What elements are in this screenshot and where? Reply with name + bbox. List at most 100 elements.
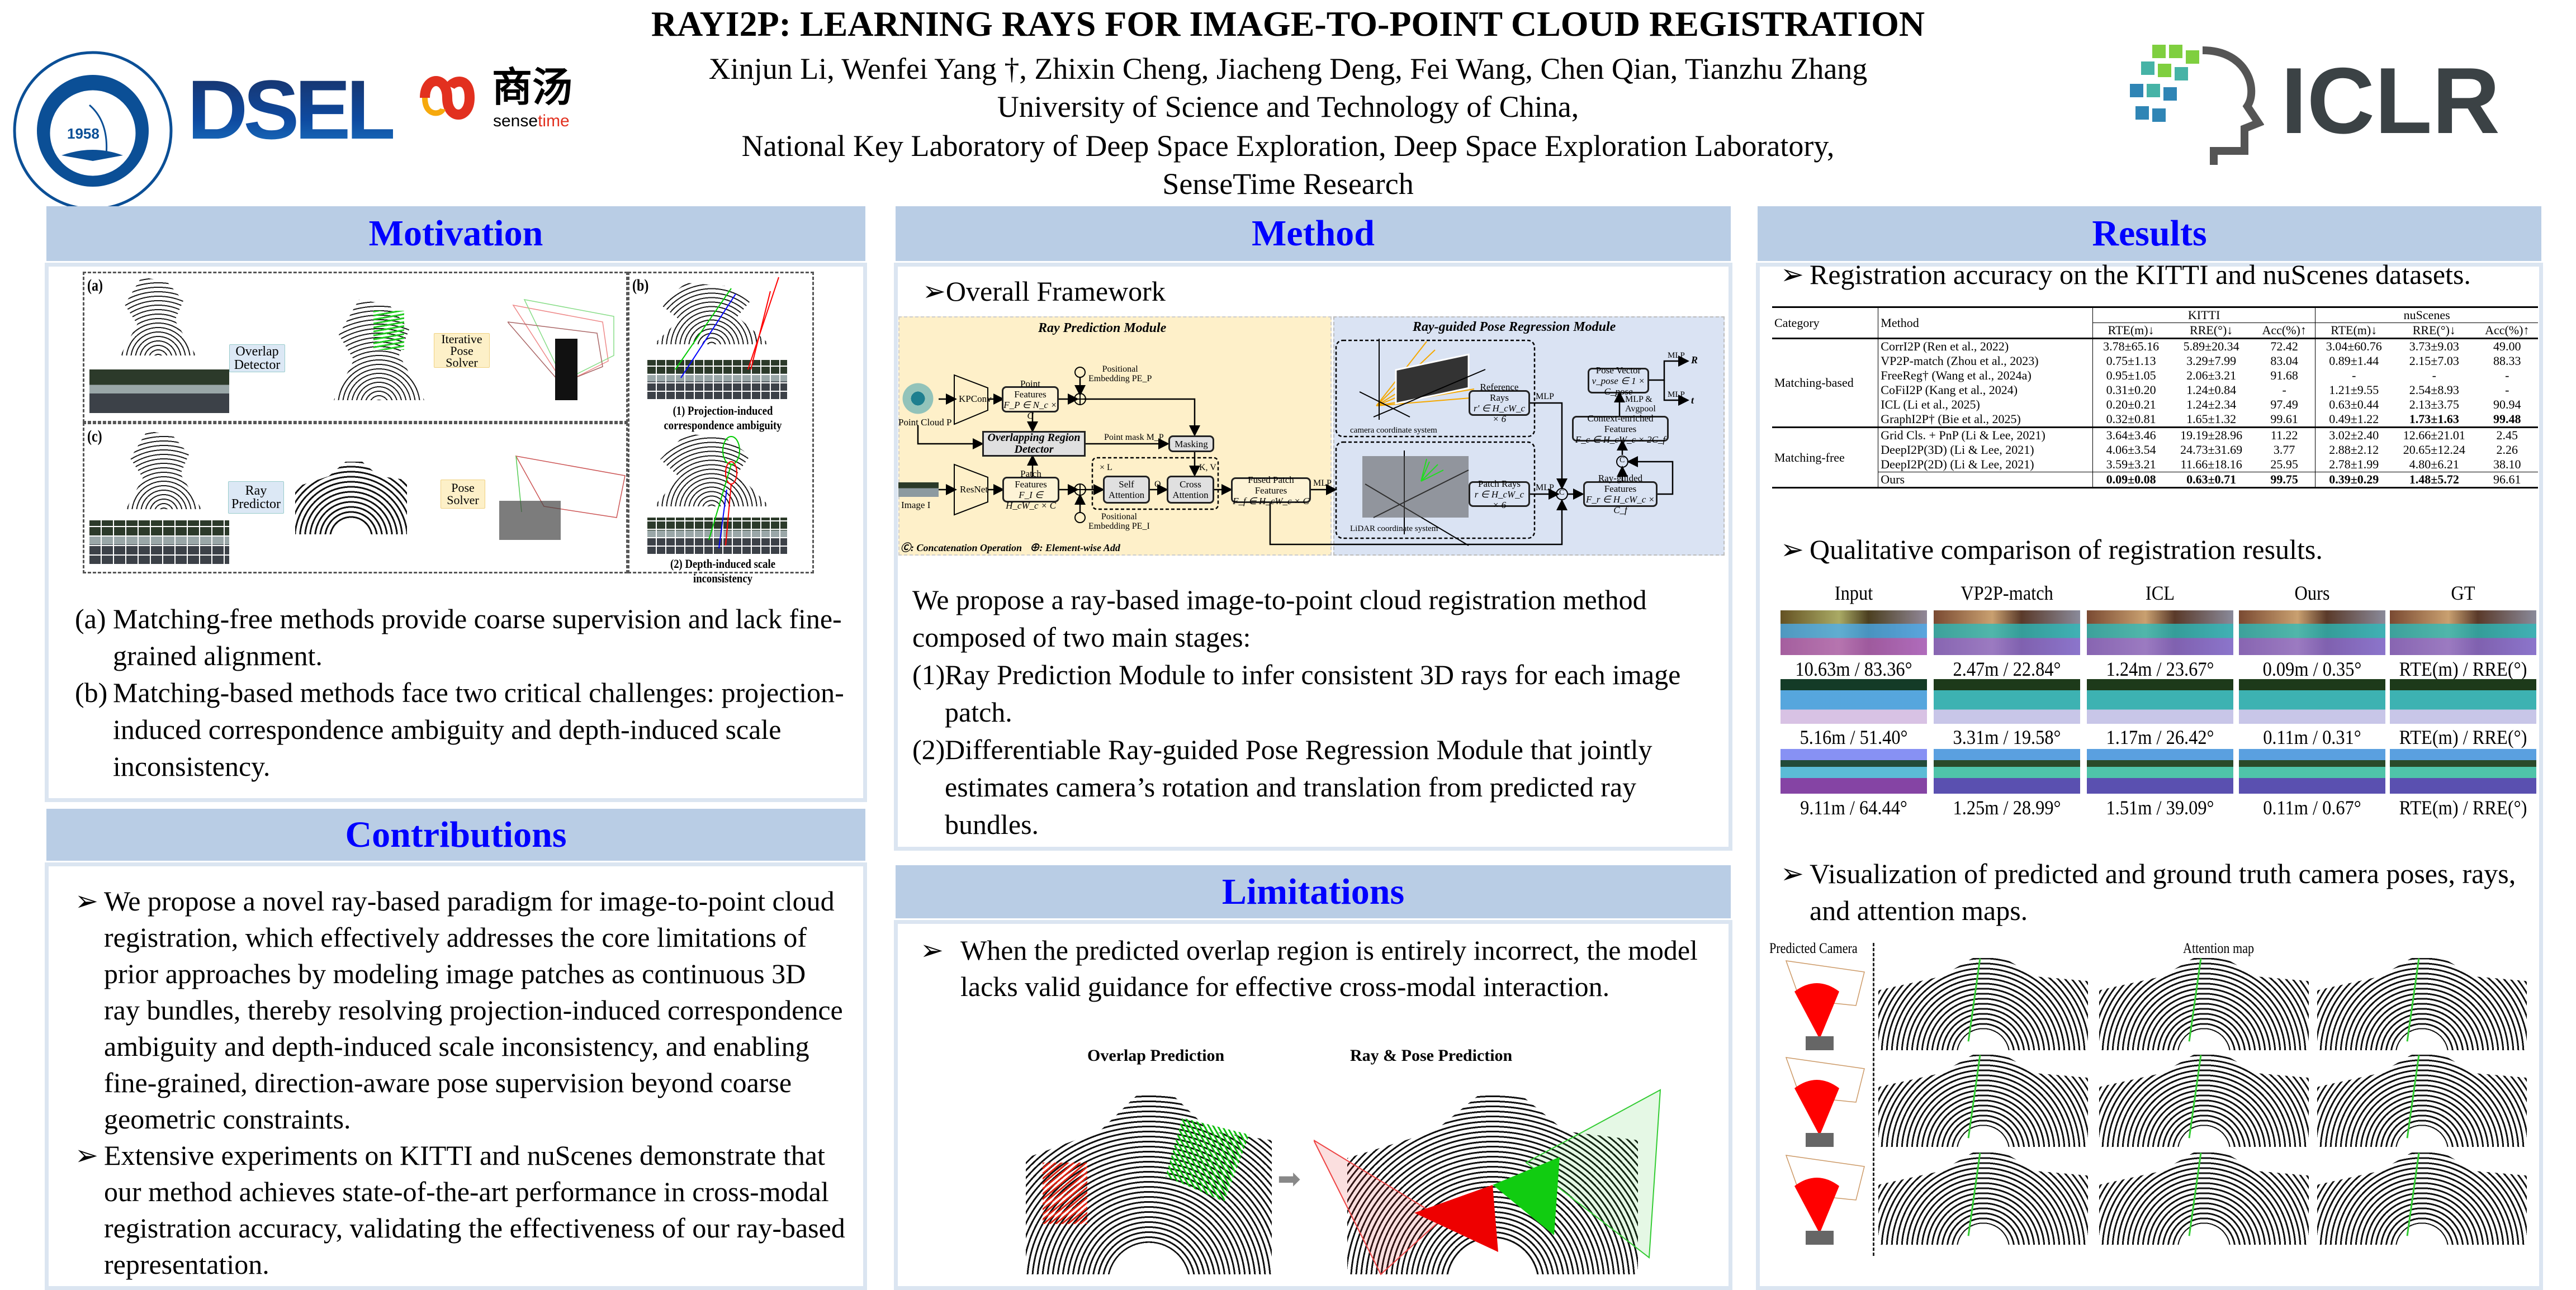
value-cell: - — [2505, 383, 2509, 397]
times-l-label: × L — [1100, 463, 1112, 472]
qualitative-metric-label: 3.31m / 19.58° — [1953, 726, 2061, 748]
motivation-header: Motivation — [46, 206, 865, 261]
value-cell: 99.48 — [2493, 412, 2521, 426]
iclr-logo-mark — [2119, 39, 2265, 168]
value-cell: 99.75 — [2270, 472, 2298, 486]
value-cell: 2.88±2.12 — [2315, 443, 2393, 457]
limitations-header: Limitations — [896, 865, 1731, 918]
qualitative-image — [1781, 610, 1927, 655]
panel-b — [628, 272, 814, 573]
header-kitti: KITTI — [2092, 307, 2315, 323]
overlap-prediction-label: Overlap Prediction — [1087, 1046, 1225, 1065]
value-cell: 88.33 — [2493, 354, 2521, 368]
attention-map-image — [2099, 1055, 2309, 1147]
header-rte: RTE(m)↓ — [2092, 322, 2170, 339]
method-cell: Ours — [1878, 472, 2093, 488]
results-bullet-2: ➢Qualitative comparison of registration … — [1781, 531, 2535, 568]
value-cell: - — [2505, 368, 2509, 382]
qualitative-column-header: ICL — [2145, 582, 2175, 604]
panel-c — [83, 423, 628, 573]
camera-cs-label: camera coordinate system — [1350, 426, 1437, 435]
qualitative-image — [1781, 679, 1927, 724]
value-cell: 96.61 — [2493, 472, 2521, 486]
frustums — [1314, 1089, 1661, 1275]
qualitative-metric-label: RTE(m) / RRE(°) — [2399, 796, 2527, 819]
predicted-camera-image — [1772, 1055, 1867, 1147]
mlp-label: MLP — [1536, 483, 1554, 492]
legend: Ⓒ: Concatenation Operation ⊕: Element-wi… — [901, 542, 1120, 553]
value-cell: 3.64±3.46 — [2092, 427, 2170, 443]
value-cell: 20.65±12.24 — [2403, 443, 2465, 457]
contribution-item: ➢We propose a novel ray-based paradigm f… — [75, 883, 846, 1137]
iclr-logo-text: ICLR — [2281, 48, 2500, 153]
mlp-label: MLP — [1668, 390, 1685, 399]
rotation-output-label: R — [1691, 354, 1698, 366]
results-table-wrap: Category Method KITTI nuScenes RTE(m)↓ R… — [1772, 306, 2538, 489]
translation-output-label: t — [1691, 395, 1694, 406]
value-cell: 3.78±65.16 — [2092, 338, 2170, 354]
qualitative-metric-label: RTE(m) / RRE(°) — [2399, 726, 2527, 748]
results-bullet-1: ➢Registration accuracy on the KITTI and … — [1781, 256, 2535, 293]
arrow-bullet-icon: ➢ — [1781, 858, 1804, 889]
q-label: Q — [1154, 480, 1161, 489]
ray-prediction-title: Ray Prediction Module — [1038, 321, 1167, 335]
mlp-label: MLP — [1536, 392, 1554, 401]
value-cell: 0.63±0.71 — [2186, 472, 2237, 486]
ustc-logo: 1958 — [11, 49, 174, 212]
affiliation-3: SenseTime Research — [1162, 167, 1414, 201]
patched-image-b1 — [647, 360, 787, 399]
qualitative-image — [2390, 749, 2536, 794]
right-arrow-icon: ➡ — [1277, 1163, 1301, 1194]
method-cell: GraphI2P† (Bie et al., 2025) — [1878, 412, 2093, 428]
header-rte: RTE(m)↓ — [2315, 322, 2393, 339]
qualitative-metric-label: 2.47m / 22.84° — [1953, 658, 2061, 680]
scale-lines — [708, 436, 740, 549]
affiliation-2: National Key Laboratory of Deep Space Ex… — [741, 129, 1835, 163]
value-cell: 3.73±9.03 — [2409, 339, 2459, 353]
attention-map-image — [1878, 1153, 2088, 1245]
concat-icon: C — [1620, 456, 1625, 464]
value-cell: 2.13±3.75 — [2409, 397, 2459, 411]
value-cell: 97.49 — [2270, 397, 2298, 411]
method-cell: CorrI2P (Ren et al., 2022) — [1878, 338, 2093, 354]
ray-prediction-module — [898, 316, 1332, 556]
value-cell: 11.22 — [2270, 428, 2298, 442]
qualitative-image — [2239, 679, 2385, 724]
attention-map-image — [2099, 1153, 2309, 1245]
qualitative-image — [2239, 749, 2385, 794]
arrow-bullet-icon: ➢ — [922, 276, 946, 307]
value-cell: 0.32±0.81 — [2092, 412, 2170, 428]
qualitative-column-header: Ours — [2294, 582, 2330, 604]
motivation-item-a: (a)Matching-free methods provide coarse … — [75, 603, 842, 671]
value-cell: 99.61 — [2270, 412, 2298, 426]
value-cell: 1.48±5.72 — [2409, 472, 2459, 486]
affiliation-1: University of Science and Technology of … — [997, 90, 1579, 124]
attention-map-image — [2099, 958, 2309, 1050]
header-method: Method — [1878, 307, 2093, 339]
svg-text:1958: 1958 — [67, 125, 100, 142]
correspondence-lines — [675, 277, 779, 378]
patched-image — [89, 520, 229, 564]
qualitative-metric-label: 5.16m / 51.40° — [1800, 726, 1908, 748]
kv-label: K, V — [1199, 463, 1216, 472]
predicted-camera-image — [1772, 958, 1867, 1050]
point-cloud-thumb — [898, 379, 937, 418]
method-cell: FreeReg† (Wang et al., 2024a) — [1878, 368, 2093, 383]
arrow-bullet-icon: ➢ — [75, 1140, 98, 1171]
value-cell: 3.59±3.21 — [2092, 457, 2170, 472]
method-intro: We propose a ray-based image-to-point cl… — [912, 584, 1647, 653]
mlp-label: MLP — [1313, 478, 1332, 488]
value-cell: 4.80±6.21 — [2409, 457, 2459, 471]
value-cell: 4.06±3.54 — [2092, 443, 2170, 457]
